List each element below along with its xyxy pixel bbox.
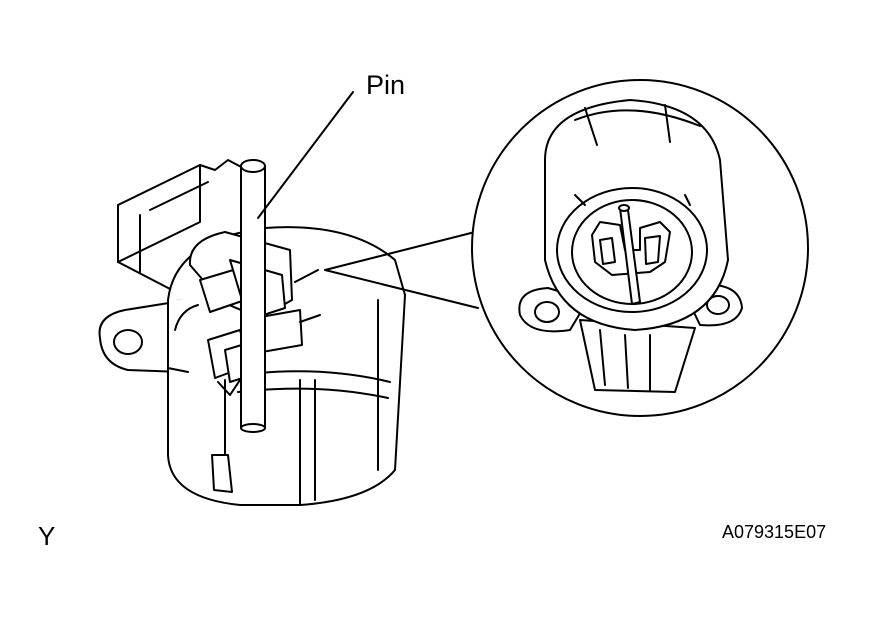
- pin-leader-line: [257, 91, 354, 219]
- connector-face-detail: [518, 99, 743, 393]
- figure-id: A079315E07: [722, 522, 827, 542]
- callout-pointer: [324, 231, 479, 309]
- pin-label: Pin: [366, 70, 406, 100]
- pin: [240, 159, 266, 433]
- corner-mark: Y: [38, 521, 56, 551]
